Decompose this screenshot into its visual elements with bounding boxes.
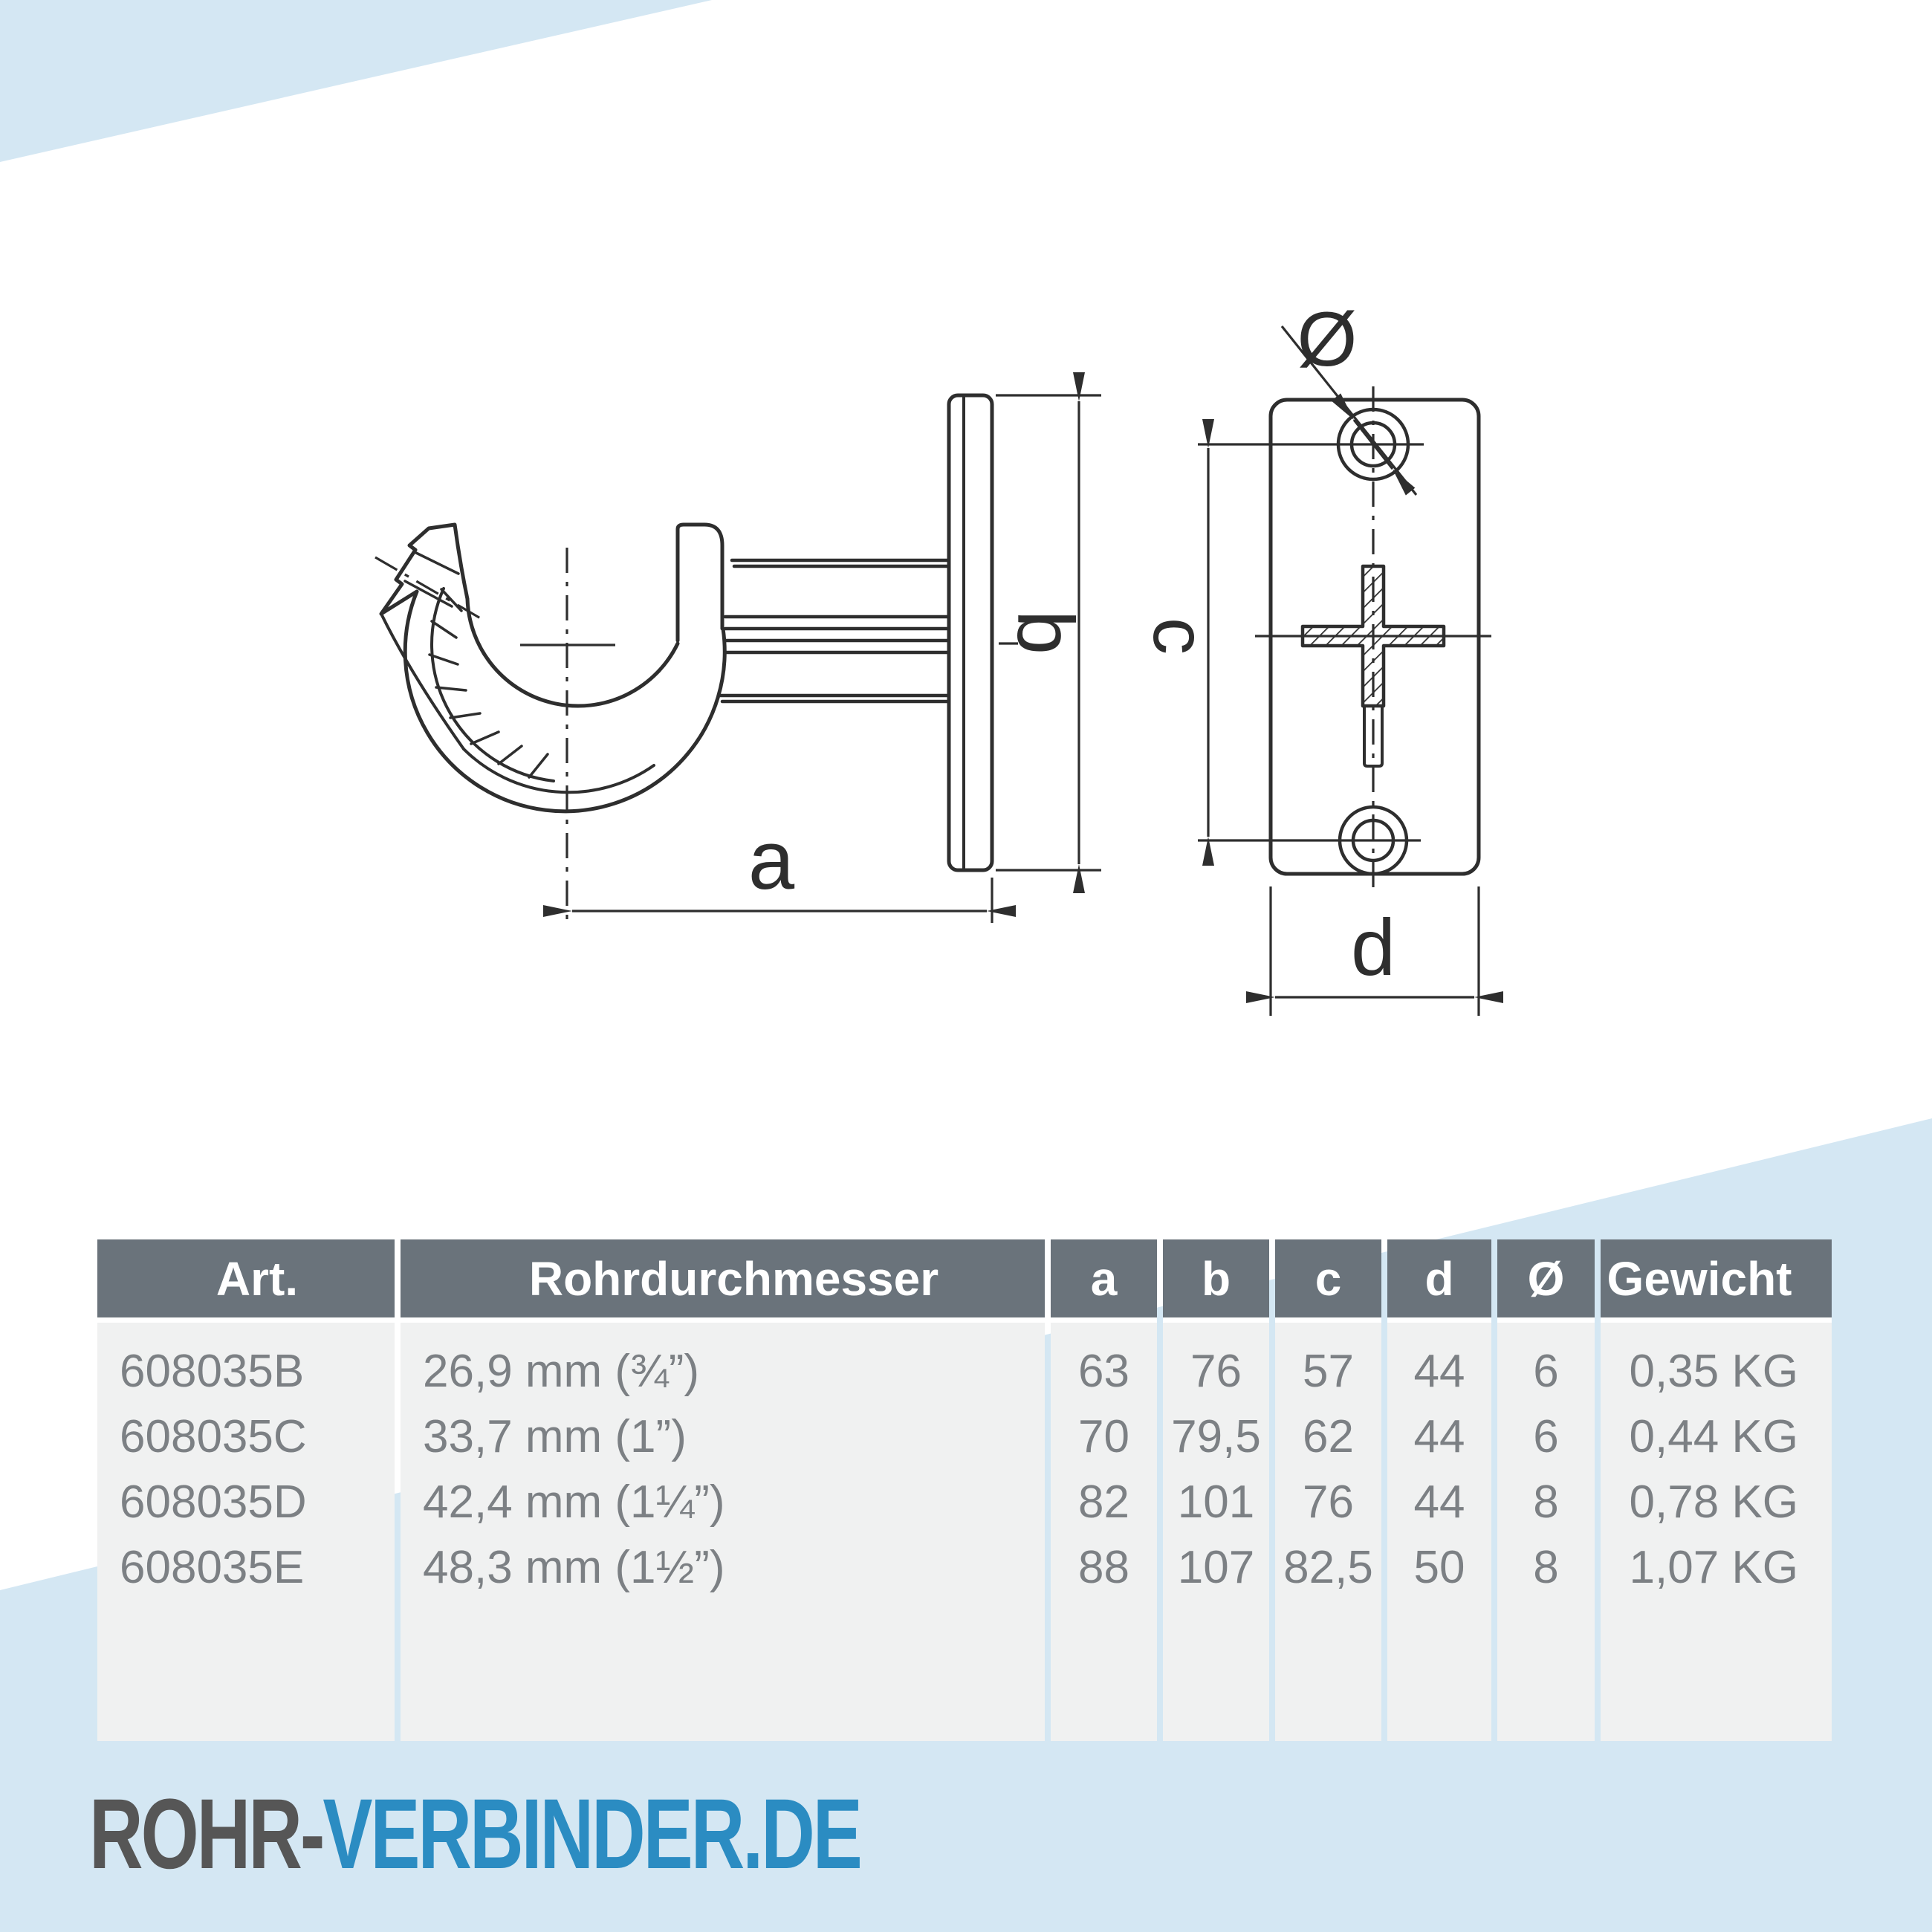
- cell: 107: [1177, 1541, 1255, 1593]
- cell: 82: [1078, 1476, 1129, 1528]
- cell: 608035D: [120, 1476, 307, 1528]
- hatch-lines: [403, 551, 549, 779]
- column-d: 44 44 44 50: [1387, 1323, 1491, 1741]
- dim-label-diameter: Ø: [1297, 296, 1358, 383]
- cell: 8: [1533, 1476, 1559, 1528]
- cell: 608035C: [120, 1410, 307, 1462]
- column-art: 608035B 608035C 608035D 608035E: [97, 1323, 395, 1741]
- col-header-gewicht: Gewicht: [1601, 1239, 1832, 1323]
- cell: 79,5: [1171, 1410, 1261, 1462]
- column-diameter: 6 6 8 8: [1497, 1323, 1595, 1741]
- brand-logo: ROHR-VERBINDER.DE: [89, 1785, 1118, 1884]
- col-header-rohrdurchmesser: Rohrdurchmesser: [401, 1239, 1045, 1323]
- dim-label-d: d: [1351, 902, 1395, 992]
- cell: 70: [1078, 1410, 1129, 1462]
- column-b: 76 79,5 101 107: [1163, 1323, 1269, 1741]
- cell: 0,44 KG: [1629, 1410, 1798, 1462]
- front-view-dimensions: [1198, 325, 1503, 1016]
- cell: 1,07 KG: [1629, 1541, 1798, 1593]
- cell: 88: [1078, 1541, 1129, 1593]
- cell: 44: [1413, 1345, 1465, 1397]
- cell: 48,3 mm (1½”): [423, 1541, 725, 1593]
- logo-text-rohr: ROHR-: [89, 1779, 325, 1890]
- cell: 6: [1533, 1345, 1559, 1397]
- cell: 0,78 KG: [1629, 1476, 1798, 1528]
- cell: 44: [1413, 1476, 1465, 1528]
- cell: 608035E: [120, 1541, 305, 1593]
- dim-label-a: a: [748, 814, 795, 907]
- cell: 62: [1303, 1410, 1354, 1462]
- col-header-art: Art.: [97, 1239, 395, 1323]
- col-header-d: d: [1387, 1239, 1491, 1323]
- cell: 0,35 KG: [1629, 1345, 1798, 1397]
- cell: 33,7 mm (1”): [423, 1410, 687, 1462]
- cell: 57: [1303, 1345, 1354, 1397]
- cell: 608035B: [120, 1345, 305, 1397]
- cell: 76: [1303, 1476, 1354, 1528]
- side-view: [379, 393, 994, 872]
- side-view-dimensions: [375, 372, 1101, 923]
- column-a: 63 70 82 88: [1051, 1323, 1157, 1741]
- column-c: 57 62 76 82,5: [1275, 1323, 1381, 1741]
- column-gewicht: 0,35 KG 0,44 KG 0,78 KG 1,07 KG: [1601, 1323, 1832, 1741]
- top-left-triangle: [0, 0, 712, 162]
- col-header-a: a: [1051, 1239, 1157, 1323]
- col-header-diameter: Ø: [1497, 1239, 1595, 1323]
- logo-text-verbinder: VERBINDER.DE: [322, 1779, 862, 1890]
- dim-label-c: c: [1138, 617, 1221, 655]
- spec-table: Art. Rohrdurchmesser a b c d Ø Gewicht 6…: [97, 1239, 1832, 1741]
- cell: 8: [1533, 1541, 1559, 1593]
- cell: 101: [1177, 1476, 1255, 1528]
- cell: 82,5: [1283, 1541, 1373, 1593]
- col-header-b: b: [1163, 1239, 1269, 1323]
- cell: 63: [1078, 1345, 1129, 1397]
- cell: 44: [1413, 1410, 1465, 1462]
- column-rohrdurchmesser: 26,9 mm (¾”) 33,7 mm (1”) 42,4 mm (1¼”) …: [401, 1323, 1045, 1741]
- cell: 76: [1190, 1345, 1242, 1397]
- col-header-c: c: [1275, 1239, 1381, 1323]
- cell: 6: [1533, 1410, 1559, 1462]
- cell: 26,9 mm (¾”): [423, 1345, 700, 1397]
- dim-label-b: b: [1001, 610, 1091, 655]
- cell: 42,4 mm (1¼”): [423, 1476, 725, 1528]
- cell: 50: [1413, 1541, 1465, 1593]
